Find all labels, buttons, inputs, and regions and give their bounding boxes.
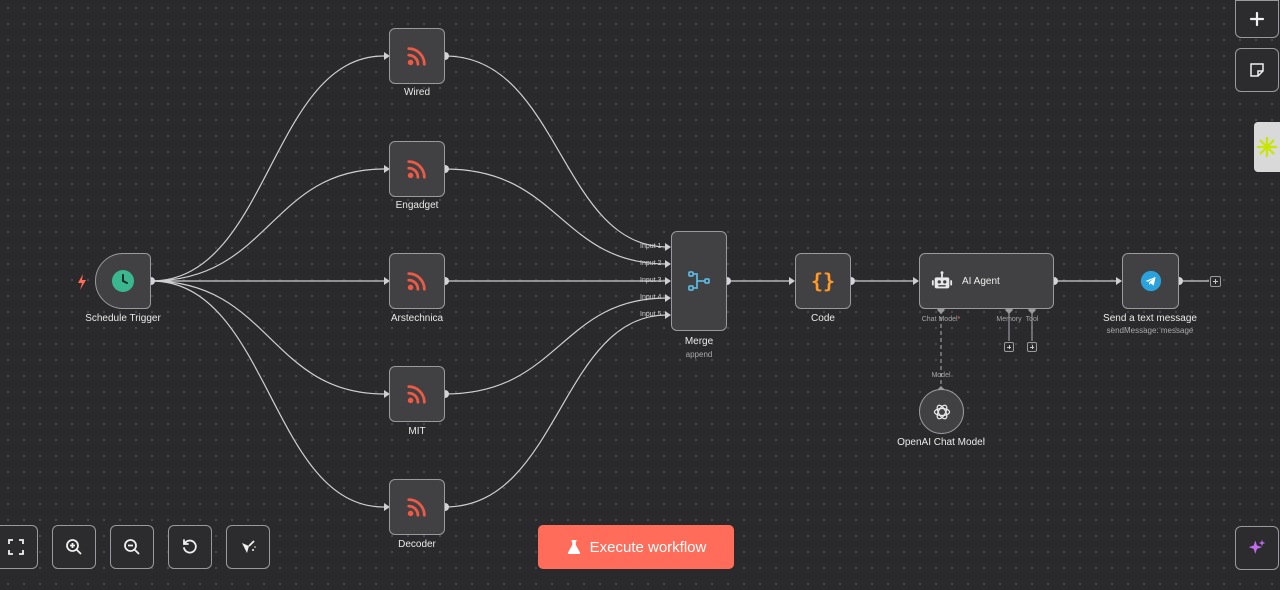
zoom-in-button[interactable] — [52, 525, 96, 569]
decoder-label: Decoder — [398, 539, 436, 550]
rss-icon — [407, 160, 426, 179]
connection-mit-merge[interactable] — [444, 297, 668, 395]
add-node-after-icon[interactable] — [1210, 276, 1221, 287]
connection-wired-merge[interactable] — [444, 55, 668, 248]
input-arrow — [384, 390, 390, 398]
merge-icon — [688, 271, 710, 291]
send-text-message-node[interactable] — [1122, 253, 1179, 309]
input-arrow — [384, 503, 390, 511]
fit-view-button[interactable] — [0, 525, 38, 569]
merge-input-4-label: Input 4 — [640, 294, 662, 301]
wired-node[interactable] — [389, 28, 445, 84]
input-arrow — [789, 277, 795, 285]
input-arrow — [665, 243, 671, 251]
ask-assistant-button[interactable] — [1235, 526, 1279, 570]
input-arrow — [665, 294, 671, 302]
merge-input-2-label: Input 2 — [640, 260, 662, 267]
mit-node[interactable] — [389, 366, 445, 422]
assistant-tab-button[interactable] — [1254, 122, 1280, 172]
wired-label: Wired — [403, 87, 431, 98]
input-arrow — [384, 165, 390, 173]
input-arrow — [665, 260, 671, 268]
memory-port-label: Memory — [996, 316, 1022, 323]
zoom-in-icon — [66, 539, 82, 555]
merge-mode-label: append — [685, 350, 713, 359]
merge-label: Merge — [684, 336, 714, 347]
rss-icon — [407, 272, 426, 291]
arstechnica-node[interactable] — [389, 253, 445, 309]
merge-input-3-label: Input 3 — [640, 277, 662, 284]
connection-decoder-merge[interactable] — [444, 314, 668, 508]
trigger-bolt-icon — [78, 274, 86, 290]
zoom-out-button[interactable] — [110, 525, 154, 569]
clock-icon — [112, 270, 134, 292]
engadget-node[interactable] — [389, 141, 445, 197]
rss-icon — [407, 385, 426, 404]
code-braces-icon: {} — [810, 269, 836, 293]
engadget-label: Engadget — [395, 200, 439, 211]
chat-model-port-label: Chat Model* — [921, 316, 961, 323]
rss-icon — [407, 498, 426, 517]
input-arrow — [665, 311, 671, 319]
execute-workflow-label: Execute workflow — [589, 538, 707, 556]
tidy-up-icon — [242, 540, 256, 553]
input-arrow — [665, 277, 671, 285]
ai-agent-node[interactable] — [919, 253, 1054, 309]
code-node[interactable]: {} — [795, 253, 851, 309]
sparkle-burst-icon — [1256, 136, 1278, 158]
execute-workflow-button[interactable]: Execute workflow — [538, 525, 734, 569]
flask-icon — [567, 540, 580, 554]
add-node-button[interactable] — [1235, 0, 1279, 38]
add-memory-icon[interactable] — [1004, 342, 1014, 352]
telegram-icon — [1140, 270, 1161, 292]
merge-node[interactable] — [671, 231, 727, 331]
robot-icon — [931, 271, 953, 289]
rss-icon — [407, 47, 426, 66]
code-label: Code — [811, 313, 835, 324]
zoom-out-icon — [124, 539, 140, 555]
input-arrow — [913, 277, 919, 285]
sticky-note-icon — [1250, 63, 1264, 77]
connection-trigger-wired[interactable] — [150, 55, 385, 282]
connection-engadget-merge[interactable] — [444, 168, 668, 265]
send-text-message-sublabel: sendMessage: message — [1106, 326, 1194, 335]
input-arrow — [384, 52, 390, 60]
add-sticky-note-button[interactable] — [1235, 48, 1279, 92]
openai-icon — [933, 404, 950, 419]
fit-view-icon — [8, 539, 24, 555]
connection-trigger-decoder[interactable] — [150, 280, 385, 508]
merge-input-1-label: Input 1 — [640, 243, 662, 250]
mit-label: MIT — [408, 426, 426, 437]
openai-chat-model-node[interactable] — [919, 389, 964, 434]
ai-agent-label: AI Agent — [962, 276, 1000, 287]
merge-input-5-label: Input 5 — [640, 311, 662, 318]
reset-icon — [183, 539, 197, 554]
connection-trigger-mit[interactable] — [150, 280, 385, 395]
connection-trigger-engadget[interactable] — [150, 168, 385, 282]
send-text-message-label: Send a text message — [1103, 313, 1197, 324]
arstechnica-label: Arstechnica — [390, 313, 444, 324]
input-arrow — [384, 277, 390, 285]
schedule-trigger-label: Schedule Trigger — [85, 313, 161, 324]
input-arrow — [1116, 277, 1122, 285]
tool-port-label: Tool — [1025, 316, 1039, 323]
tidy-up-button[interactable] — [226, 525, 270, 569]
ai-sparkle-icon — [1248, 539, 1266, 554]
schedule-trigger-node[interactable] — [95, 253, 151, 309]
decoder-node[interactable] — [389, 479, 445, 535]
model-port-label: Model — [931, 372, 951, 379]
add-tool-icon[interactable] — [1027, 342, 1037, 352]
reset-zoom-button[interactable] — [168, 525, 212, 569]
plus-icon — [1249, 11, 1265, 27]
openai-chat-model-label: OpenAI Chat Model — [897, 437, 985, 448]
